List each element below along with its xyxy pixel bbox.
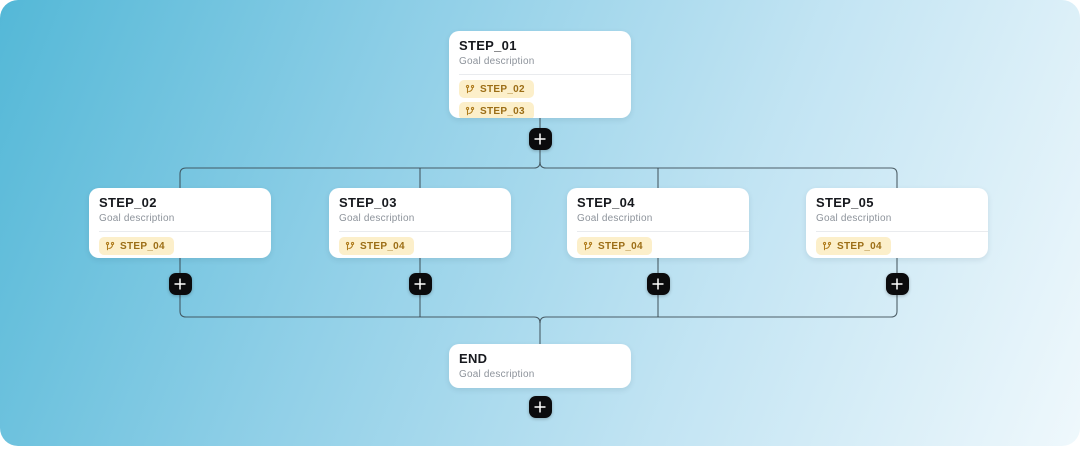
node-divider (816, 231, 988, 232)
branch-badge[interactable]: STEP_02 (459, 80, 534, 98)
branch-label: STEP_04 (120, 240, 165, 252)
branch-label: STEP_03 (480, 105, 525, 117)
branch-badge[interactable]: STEP_04 (99, 237, 174, 255)
node-description: Goal description (459, 56, 535, 67)
branch-badge[interactable]: STEP_04 (339, 237, 414, 255)
node-branches: STEP_02 STEP_03 (459, 80, 621, 118)
node-description: Goal description (577, 213, 653, 224)
node-title: END (459, 351, 488, 366)
plus-icon (534, 401, 546, 413)
workflow-node-end[interactable]: END Goal description (449, 344, 631, 388)
add-step-button-step-04[interactable] (646, 273, 670, 295)
git-branch-icon (583, 241, 593, 251)
git-branch-icon (345, 241, 355, 251)
node-divider (577, 231, 749, 232)
add-step-button-step-01[interactable] (528, 128, 552, 150)
node-description: Goal description (99, 213, 175, 224)
branch-label: STEP_04 (360, 240, 405, 252)
node-branches: STEP_04 (577, 237, 739, 255)
node-title: STEP_01 (459, 38, 517, 53)
node-divider (459, 74, 631, 75)
plus-icon (414, 278, 426, 290)
node-divider (99, 231, 271, 232)
plus-icon (534, 133, 546, 145)
node-branches: STEP_04 (339, 237, 501, 255)
branch-badge[interactable]: STEP_03 (459, 102, 534, 118)
add-step-button-step-03[interactable] (408, 273, 432, 295)
node-title: STEP_04 (577, 195, 635, 210)
plus-icon (174, 278, 186, 290)
node-divider (339, 231, 511, 232)
node-description: Goal description (816, 213, 892, 224)
plus-icon (891, 278, 903, 290)
node-title: STEP_05 (816, 195, 874, 210)
add-step-button-step-05[interactable] (885, 273, 909, 295)
node-branches: STEP_04 (816, 237, 978, 255)
workflow-node-step-02[interactable]: STEP_02 Goal description STEP_04 (89, 188, 271, 258)
workflow-node-step-04[interactable]: STEP_04 Goal description STEP_04 (567, 188, 749, 258)
node-branches: STEP_04 (99, 237, 261, 255)
git-branch-icon (105, 241, 115, 251)
workflow-node-step-01[interactable]: STEP_01 Goal description STEP_02 (449, 31, 631, 118)
git-branch-icon (465, 106, 475, 116)
git-branch-icon (822, 241, 832, 251)
node-description: Goal description (339, 213, 415, 224)
git-branch-icon (465, 84, 475, 94)
node-title: STEP_03 (339, 195, 397, 210)
add-step-button-end[interactable] (528, 396, 552, 418)
workflow-node-step-05[interactable]: STEP_05 Goal description STEP_04 (806, 188, 988, 258)
node-title: STEP_02 (99, 195, 157, 210)
add-step-button-step-02[interactable] (168, 273, 192, 295)
branch-label: STEP_04 (598, 240, 643, 252)
branch-badge[interactable]: STEP_04 (816, 237, 891, 255)
workflow-node-step-03[interactable]: STEP_03 Goal description STEP_04 (329, 188, 511, 258)
branch-label: STEP_02 (480, 83, 525, 95)
branch-label: STEP_04 (837, 240, 882, 252)
plus-icon (652, 278, 664, 290)
branch-badge[interactable]: STEP_04 (577, 237, 652, 255)
node-description: Goal description (459, 369, 535, 380)
